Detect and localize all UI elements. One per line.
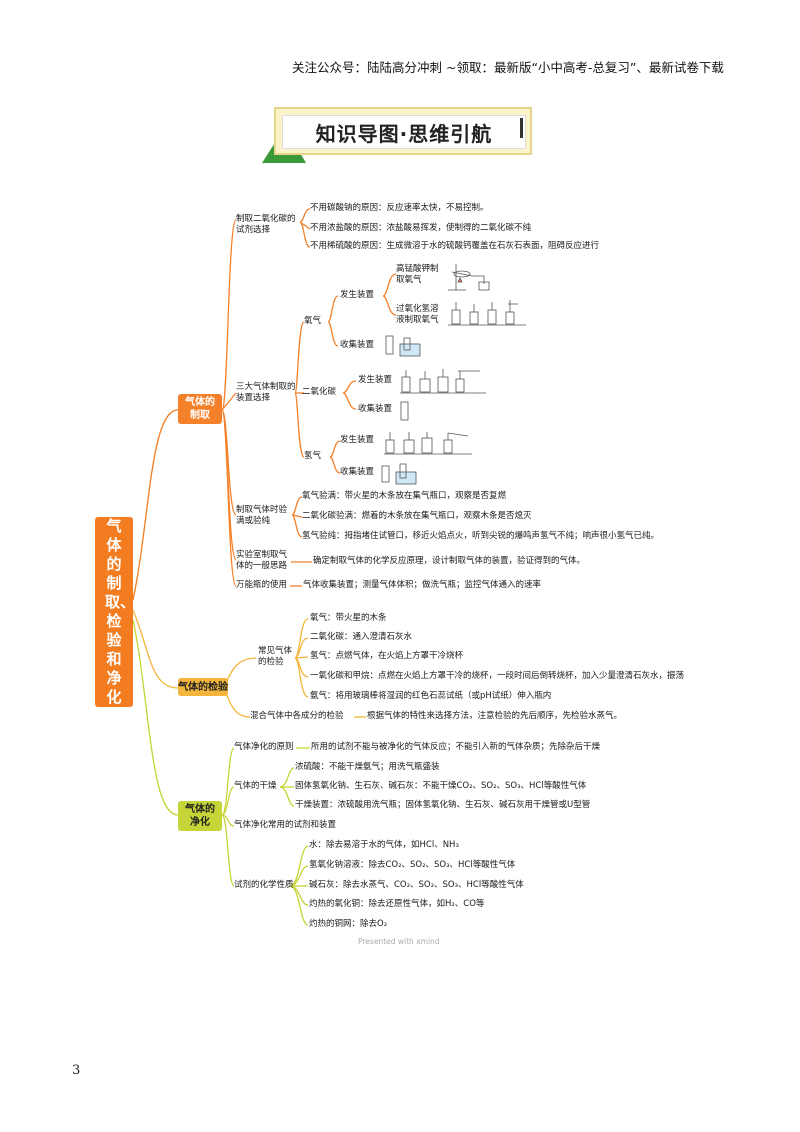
node-oxygen: 氧气 (304, 316, 322, 326)
node-collector: 收集装置 (358, 404, 393, 414)
kmno4-apparatus-image (448, 264, 490, 291)
branch-common-reagents: 气体净化常用的试剂和装置 (234, 820, 337, 830)
leaf-item: 灼热的铜网：除去O₂ (309, 919, 388, 929)
node-collector: 收集装置 (340, 467, 375, 477)
branch-general-approach: 实验室制取气体的一般思路 (236, 550, 288, 571)
leaf-item: 二氧化碳验满：燃着的木条放在集气瓶口，观察木条是否熄灭 (302, 511, 532, 521)
branch-mixed-gas-detection: 混合气体中各成分的检验 (250, 711, 344, 721)
leaf-item: 根据气体的特性来选择方法，注意检验的先后顺序，先检验水蒸气。 (367, 711, 623, 721)
leaf-item: 不用浓盐酸的原因：浓盐酸易挥发，使制得的二氧化碳不纯 (310, 223, 532, 233)
page-number: 3 (72, 1063, 81, 1078)
root-topic: 气体的制取、检验和净化 (95, 517, 135, 707)
node-collector: 收集装置 (340, 340, 375, 350)
leaf-item: 固体氢氧化钠、生石灰、碱石灰：不能干燥CO₂、SO₂、SO₃、HCl等酸性气体 (295, 781, 587, 791)
h2-collector-image (381, 463, 417, 485)
leaf-item: 一氧化碳和甲烷：点燃在火焰上方罩干冷的烧杯，一段时间后倒转烧杯，加入少量澄清石灰… (310, 671, 685, 681)
node-generator: 发生装置 (340, 435, 375, 445)
title-decoration (520, 118, 523, 138)
branch-universal-bottle: 万能瓶的使用 (236, 580, 288, 590)
category-gas-preparation: 气体的制取 (178, 394, 222, 424)
node-kmno4: 高锰酸钾制取氧气 (396, 264, 439, 285)
page-title: 知识导图·思维引航 (282, 115, 526, 149)
node-generator: 发生装置 (340, 290, 375, 300)
leaf-item: 氧气：带火星的木条 (310, 613, 387, 623)
h2o2-apparatus-image (448, 300, 526, 326)
leaf-item: 氧气验满：带火星的木条放在集气瓶口，观察是否复燃 (302, 491, 507, 501)
branch-apparatus-choice: 三大气体制取的装置选择 (236, 382, 296, 403)
leaf-item: 氢气：点燃气体，在火焰上方罩干冷烧杯 (310, 651, 464, 661)
xmind-watermark: Presented with xmind (358, 937, 440, 946)
leaf-item: 不用稀硫酸的原因：生成微溶于水的硫酸钙覆盖在石灰石表面，阻碍反应进行 (310, 241, 600, 251)
branch-gas-drying: 气体的干燥 (234, 781, 277, 791)
h2-generator-image (384, 432, 472, 455)
leaf-item: 水：除去易溶于水的气体，如HCl、NH₃ (309, 840, 459, 850)
branch-co2-reagent-choice: 制取二氧化碳的试剂选择 (236, 214, 296, 235)
leaf-item: 碱石灰：除去水蒸气、CO₂、SO₂、SO₃、HCl等酸性气体 (309, 880, 524, 890)
co2-generator-image (400, 369, 486, 394)
branch-common-gas-detection: 常见气体的检验 (258, 646, 293, 667)
node-generator: 发生装置 (358, 375, 393, 385)
branch-purification-principle: 气体净化的原则 (234, 742, 294, 752)
branch-reagent-properties: 试剂的化学性质 (234, 880, 294, 890)
category-gas-detection: 气体的检验 (178, 678, 228, 696)
leaf-item: 浓硫酸：不能干燥氨气；用洗气瓶盛装 (295, 762, 440, 772)
leaf-item: 二氧化碳：通入澄清石灰水 (310, 632, 413, 642)
leaf-item: 不用碳酸钠的原因：反应速率太快，不易控制。 (310, 203, 489, 213)
co2-collector-image (400, 401, 409, 421)
node-hydrogen: 氢气 (304, 451, 322, 461)
leaf-item: 确定制取气体的化学反应原理，设计制取气体的装置，验证得到的气体。 (313, 556, 586, 566)
leaf-item: 干燥装置：浓硫酸用洗气瓶；固体氢氧化钠、生石灰、碱石灰用干燥管或U型管 (295, 800, 591, 810)
o2-collector-image (385, 335, 421, 357)
node-co2: 二氧化碳 (302, 387, 337, 397)
leaf-item: 氢气验纯：拇指堵住试管口，移近火焰点火，听到尖锐的爆鸣声氢气不纯；响声很小氢气已… (302, 531, 660, 541)
header-banner: 关注公众号：陆陆高分冲刺 ~领取：最新版“小中高考-总复习”、最新试卷下载 (292, 60, 724, 75)
leaf-item: 气体收集装置；测量气体体积；做洗气瓶；监控气体通入的速率 (303, 580, 542, 590)
category-gas-purification: 气体的净化 (178, 801, 222, 831)
title-box: 知识导图·思维引航 (274, 107, 532, 155)
leaf-item: 所用的试剂不能与被净化的气体反应；不能引入新的气体杂质；先除杂后干燥 (311, 742, 601, 752)
leaf-item: 氨气：将用玻璃棒将湿润的红色石蕊试纸（或pH试纸）伸入瓶内 (310, 691, 552, 701)
leaf-item: 灼热的氧化铜：除去还原性气体，如H₂、CO等 (309, 899, 485, 909)
node-h2o2: 过氧化氢溶液制取氧气 (396, 304, 439, 325)
branch-verification: 制取气体时验满或验纯 (236, 505, 288, 526)
leaf-item: 氢氧化钠溶液：除去CO₂、SO₂、SO₃、HCl等酸性气体 (309, 860, 516, 870)
